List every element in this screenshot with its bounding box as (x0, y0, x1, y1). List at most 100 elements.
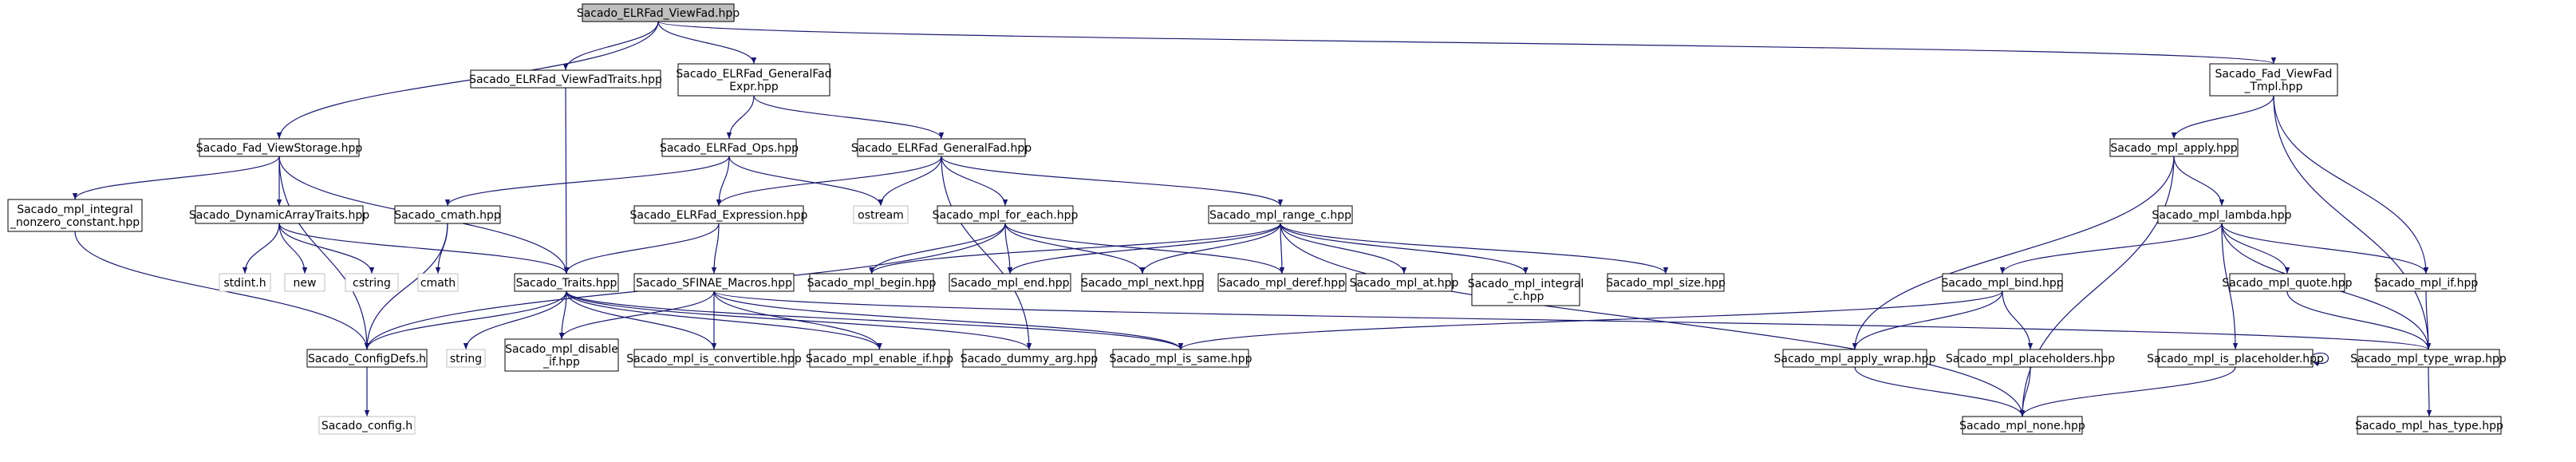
node-stdint: stdint.h (219, 273, 271, 292)
node-mpl_deref[interactable]: Sacado_mpl_deref.hpp (1217, 273, 1347, 292)
node-label-generalfadexpr: Expr.hpp (729, 81, 779, 93)
node-mpl_apply[interactable]: Sacado_mpl_apply.hpp (2109, 138, 2239, 157)
node-mpl_integral_nonzero[interactable]: Sacado_mpl_integral_nonzero_constant.hpp (7, 199, 143, 232)
node-mpl_if[interactable]: Sacado_mpl_if.hpp (2374, 273, 2479, 292)
node-label-viewfad_tmpl: _Tmpl.hpp (2243, 81, 2302, 93)
edge-generalfad-to-dummy_arg (941, 156, 1032, 350)
node-box-cstring (345, 273, 399, 292)
node-label-elrfad_ops: Sacado_ELRFad_Ops.hpp (660, 142, 799, 155)
node-label-mpl_begin: Sacado_mpl_begin.hpp (807, 277, 937, 290)
node-label-cmath_hpp: Sacado_cmath.hpp (394, 209, 501, 222)
node-label-mpl_bind: Sacado_mpl_bind.hpp (1941, 277, 2063, 290)
node-box-mpl_size (1607, 273, 1725, 292)
node-box-mpl_deref (1217, 273, 1347, 292)
edge-viewstorage-to-configdefs (278, 156, 370, 350)
node-label-mpl_is_convertible: Sacado_mpl_is_convertible.hpp (626, 353, 802, 365)
node-label-root: Sacado_ELRFad_ViewFad.hpp (577, 7, 740, 20)
node-mpl_is_convertible[interactable]: Sacado_mpl_is_convertible.hpp (626, 349, 802, 368)
node-root[interactable]: Sacado_ELRFad_ViewFad.hpp (577, 3, 740, 22)
node-viewstorage[interactable]: Sacado_Fad_ViewStorage.hpp (196, 138, 363, 157)
node-label-mpl_end: Sacado_mpl_end.hpp (950, 277, 1069, 290)
node-mpl_has_type[interactable]: Sacado_mpl_has_type.hpp (2355, 416, 2503, 435)
node-dynarraytraits[interactable]: Sacado_DynamicArrayTraits.hpp (189, 205, 369, 224)
edge-mpl_apply-to-mpl_lambda (2173, 156, 2225, 207)
node-elrfad_ops[interactable]: Sacado_ELRFad_Ops.hpp (660, 138, 799, 157)
edge-mpl_is_placeholder-to-mpl_is_placeholder (2312, 353, 2329, 367)
edge-traits-to-configdefs (364, 290, 567, 350)
node-label-sfinae: Sacado_SFINAE_Macros.hpp (636, 277, 792, 290)
node-label-mpl_has_type: Sacado_mpl_has_type.hpp (2355, 420, 2503, 432)
edge-mpl_if-to-mpl_type_wrap (2425, 290, 2432, 350)
node-generalfad[interactable]: Sacado_ELRFad_GeneralFad.hpp (851, 138, 1032, 157)
node-mpl_size[interactable]: Sacado_mpl_size.hpp (1606, 273, 1726, 292)
node-elrfad_expression[interactable]: Sacado_ELRFad_Expression.hpp (630, 205, 808, 224)
node-mpl_disable_if[interactable]: Sacado_mpl_disable_if.hpp (504, 338, 619, 372)
node-label-mpl_deref: Sacado_mpl_deref.hpp (1219, 277, 1345, 290)
edge-generalfadexpr-to-generalfad (753, 95, 945, 140)
node-mpl_for_each[interactable]: Sacado_mpl_for_each.hpp (933, 205, 1079, 224)
node-label-mpl_lambda: Sacado_mpl_lambda.hpp (2152, 209, 2291, 222)
node-box-viewstorage (199, 138, 360, 157)
node-label-mpl_enable_if: Sacado_mpl_enable_if.hpp (806, 353, 953, 365)
node-box-mpl_is_same (1112, 349, 1249, 368)
node-label-mpl_placeholders: Sacado_mpl_placeholders.hpp (1946, 353, 2115, 365)
edge-sfinae-to-mpl_is_same (713, 290, 1184, 350)
edge-mpl_lambda-to-mpl_bind (1999, 223, 2223, 274)
node-mpl_is_same[interactable]: Sacado_mpl_is_same.hpp (1109, 349, 1252, 368)
node-mpl_placeholders[interactable]: Sacado_mpl_placeholders.hpp (1946, 349, 2115, 368)
node-box-new (284, 273, 325, 292)
node-mpl_apply_wrap[interactable]: Sacado_mpl_apply_wrap.hpp (1774, 349, 1936, 368)
node-label-configdefs: Sacado_ConfigDefs.h (308, 353, 426, 365)
edge-generalfad-to-mpl_range_c (941, 156, 1284, 207)
node-box-mpl_none (1962, 416, 2083, 435)
node-box-cmath_hpp (394, 205, 501, 224)
node-cmath_hpp[interactable]: Sacado_cmath.hpp (394, 205, 501, 224)
node-box-ostream (853, 205, 909, 224)
node-config: Sacado_config.h (318, 416, 416, 435)
edge-viewstorage-to-mpl_integral_nonzero (72, 156, 280, 200)
edge-mpl_bind-to-mpl_is_same (1178, 290, 2003, 350)
node-box-dummy_arg (962, 349, 1096, 368)
node-mpl_type_wrap[interactable]: Sacado_mpl_type_wrap.hpp (2350, 349, 2507, 368)
node-label-cmath: cmath (420, 277, 456, 290)
edge-viewfad_tmpl-to-mpl_type_wrap (2273, 95, 2432, 350)
node-cmath: cmath (417, 273, 459, 292)
node-box-mpl_integral_c (1471, 273, 1580, 306)
edge-mpl_quote-to-mpl_type_wrap (2286, 290, 2432, 350)
node-dummy_arg[interactable]: Sacado_dummy_arg.hpp (961, 349, 1099, 368)
node-box-mpl_placeholders (1958, 349, 2103, 368)
node-viewfad_tmpl[interactable]: Sacado_Fad_ViewFad_Tmpl.hpp (2209, 63, 2338, 97)
edge-root-to-viewstorage (276, 21, 659, 140)
node-mpl_bind[interactable]: Sacado_mpl_bind.hpp (1941, 273, 2064, 292)
node-viewfadtraits[interactable]: Sacado_ELRFad_ViewFadTraits.hpp (469, 69, 662, 89)
edge-mpl_range_c-to-mpl_next (1139, 223, 1281, 274)
node-mpl_next[interactable]: Sacado_mpl_next.hpp (1081, 273, 1204, 292)
node-cstring: cstring (345, 273, 399, 292)
node-box-configdefs (306, 349, 428, 368)
node-mpl_none[interactable]: Sacado_mpl_none.hpp (1959, 416, 2085, 435)
node-mpl_lambda[interactable]: Sacado_mpl_lambda.hpp (2152, 205, 2292, 224)
edge-mpl_bind-to-mpl_apply_wrap (1852, 290, 2003, 350)
node-box-mpl_apply_wrap (1782, 349, 1927, 368)
edge-traits-to-mpl_is_convertible (566, 290, 717, 350)
node-mpl_enable_if[interactable]: Sacado_mpl_enable_if.hpp (806, 349, 953, 368)
edge-mpl_lambda-to-mpl_is_placeholder (2221, 223, 2239, 350)
edge-elrfad_ops-to-ostream (728, 156, 884, 207)
node-box-mpl_if (2376, 273, 2476, 292)
node-configdefs[interactable]: Sacado_ConfigDefs.h (306, 349, 428, 368)
node-traits[interactable]: Sacado_Traits.hpp (514, 273, 619, 292)
node-mpl_begin[interactable]: Sacado_mpl_begin.hpp (807, 273, 937, 292)
node-mpl_at[interactable]: Sacado_mpl_at.hpp (1350, 273, 1459, 292)
node-mpl_is_placeholder[interactable]: Sacado_mpl_is_placeholder.hpp (2147, 349, 2324, 368)
node-box-mpl_is_placeholder (2157, 349, 2314, 368)
node-mpl_quote[interactable]: Sacado_mpl_quote.hpp (2222, 273, 2353, 292)
node-mpl_end[interactable]: Sacado_mpl_end.hpp (949, 273, 1071, 292)
node-sfinae[interactable]: Sacado_SFINAE_Macros.hpp (633, 273, 795, 292)
node-mpl_integral_c[interactable]: Sacado_mpl_integral_c.hpp (1468, 273, 1584, 306)
node-mpl_range_c[interactable]: Sacado_mpl_range_c.hpp (1208, 205, 1353, 224)
node-box-mpl_begin (809, 273, 934, 292)
node-box-mpl_is_convertible (633, 349, 795, 368)
node-label-generalfad: Sacado_ELRFad_GeneralFad.hpp (851, 142, 1032, 155)
edge-traits-to-string (463, 290, 567, 350)
